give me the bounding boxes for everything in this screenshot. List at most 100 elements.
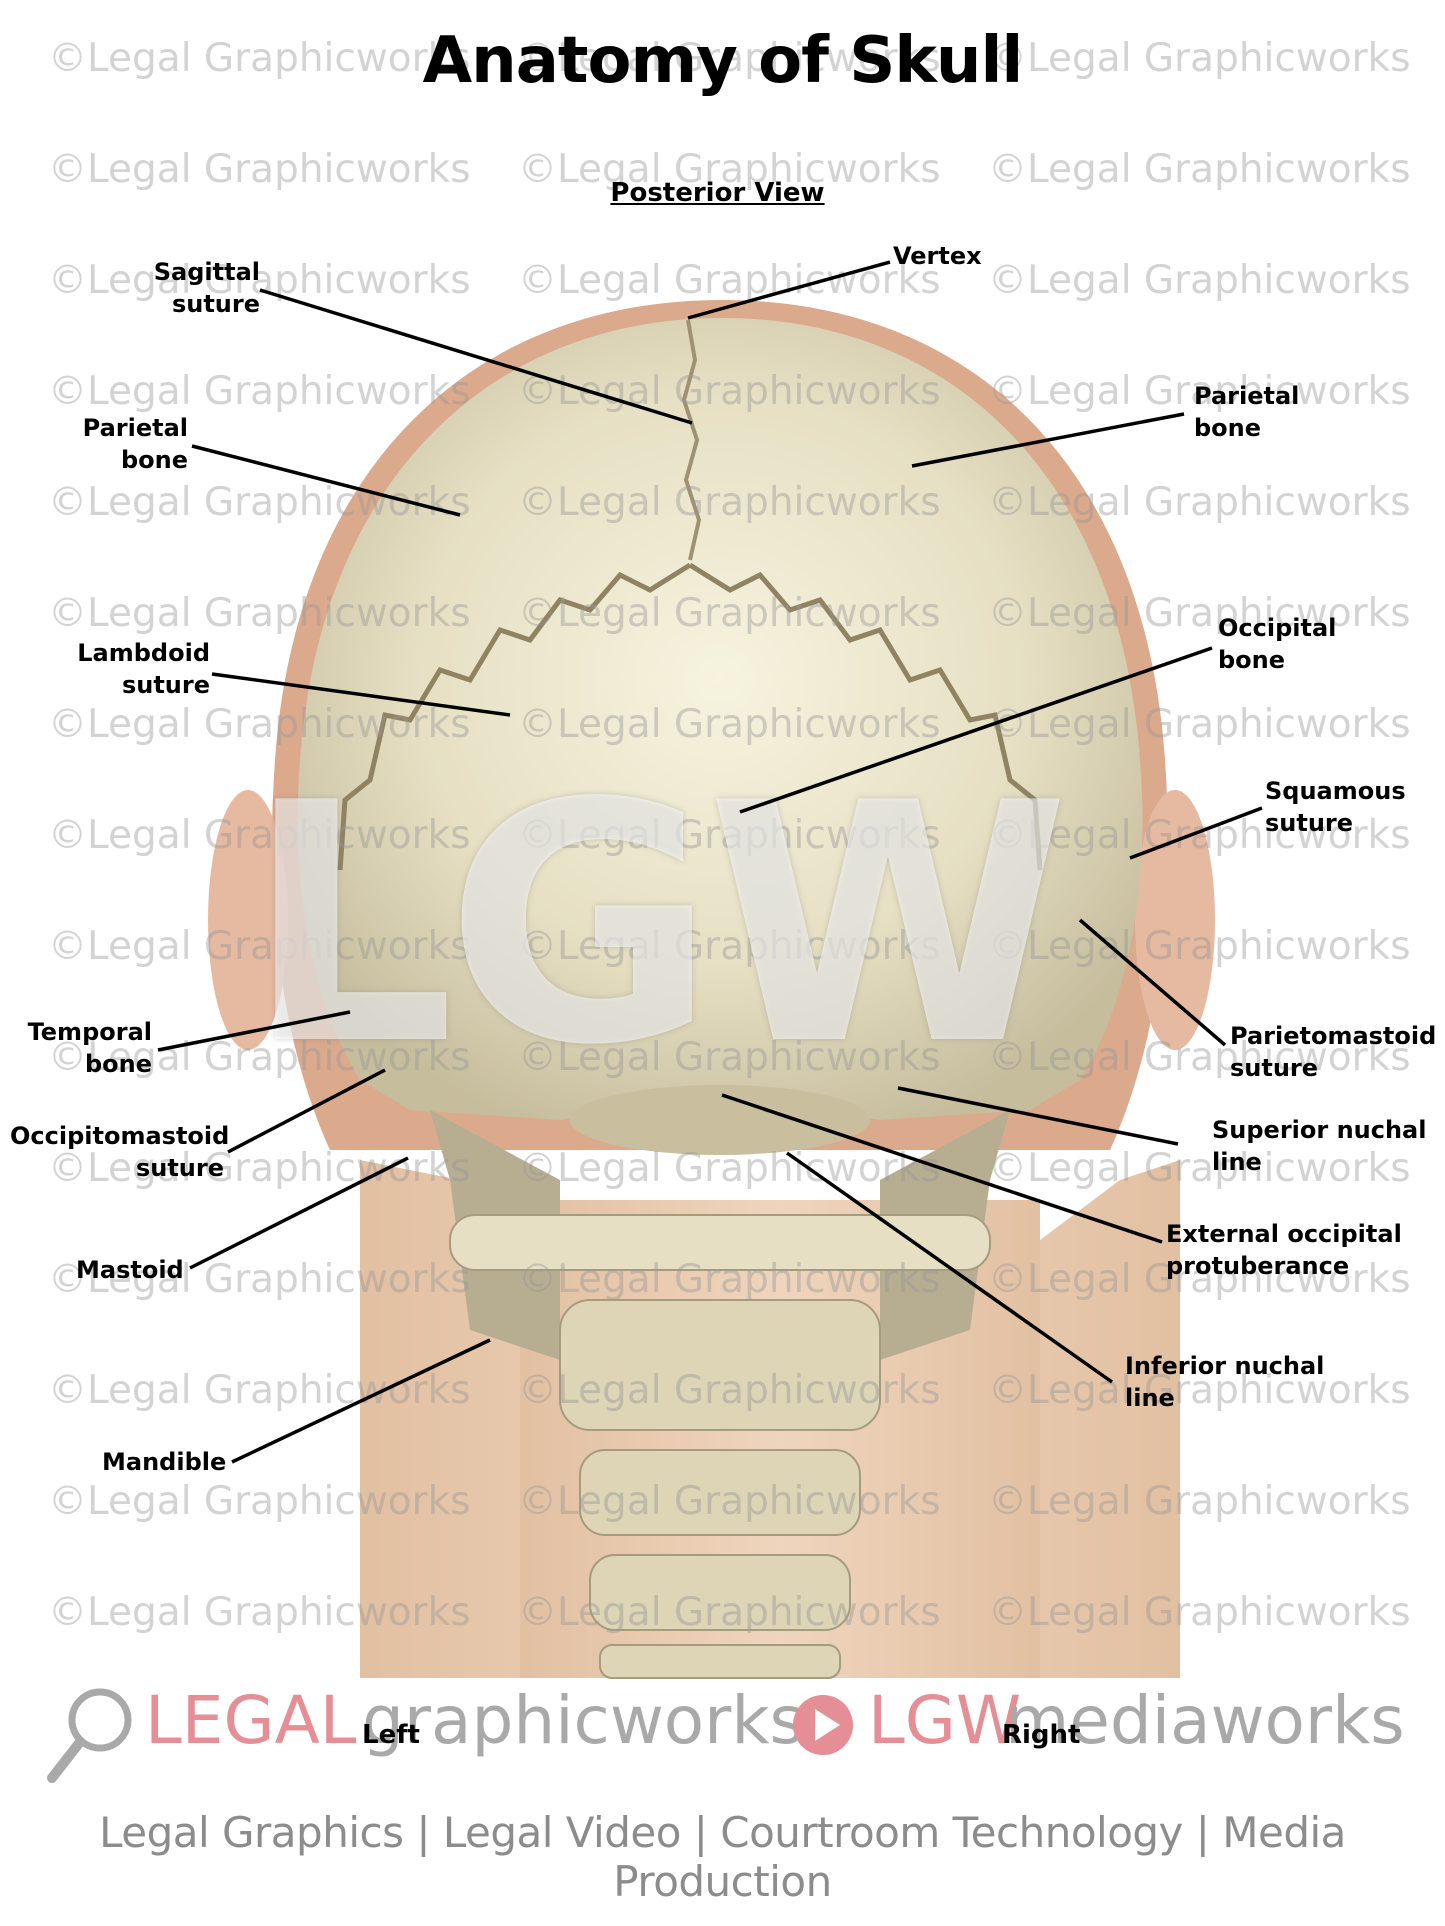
leader-parietal-right bbox=[911, 412, 1185, 468]
watermark-text: ©Legal Graphicworks bbox=[518, 813, 941, 858]
leader-temporal bbox=[157, 1010, 351, 1052]
brand-graphicworks: graphicworks bbox=[362, 1682, 804, 1759]
watermark-text: ©Legal Graphicworks bbox=[988, 1257, 1411, 1302]
label-mandible: Mandible bbox=[102, 1448, 227, 1476]
left-ear bbox=[208, 790, 288, 1050]
watermark-text: ©Legal Graphicworks bbox=[48, 1590, 471, 1635]
watermark-text: ©Legal Graphicworks bbox=[48, 1035, 471, 1080]
watermark-text: ©Legal Graphicworks bbox=[518, 1257, 941, 1302]
watermark-text: ©Legal Graphicworks bbox=[518, 702, 941, 747]
orientation-left: Left bbox=[362, 1720, 420, 1750]
lgw-watermark: LGW bbox=[245, 733, 1070, 1117]
watermark-text: ©Legal Graphicworks bbox=[988, 369, 1411, 414]
watermark-text: ©Legal Graphicworks bbox=[48, 924, 471, 969]
play-icon bbox=[793, 1695, 853, 1755]
orientation-right: Right bbox=[1002, 1720, 1081, 1750]
leader-occipital bbox=[739, 646, 1213, 814]
watermark-text: ©Legal Graphicworks bbox=[518, 1590, 941, 1635]
watermark-text: ©Legal Graphicworks bbox=[48, 258, 471, 303]
watermark-text: ©Legal Graphicworks bbox=[988, 258, 1411, 303]
leader-superior-nuchal bbox=[897, 1086, 1179, 1146]
watermark-text: ©Legal Graphicworks bbox=[988, 1479, 1411, 1524]
watermark-text: ©Legal Graphicworks bbox=[988, 1035, 1411, 1080]
c5-vertebra bbox=[599, 1644, 841, 1679]
leader-mastoid bbox=[189, 1156, 409, 1270]
watermark-text: ©Legal Graphicworks bbox=[988, 924, 1411, 969]
watermark-text: ©Legal Graphicworks bbox=[48, 36, 471, 81]
atlas-vertebra bbox=[449, 1214, 991, 1271]
brand-legal: LEGAL bbox=[145, 1682, 357, 1759]
watermark-text: ©Legal Graphicworks bbox=[518, 480, 941, 525]
watermark-text: ©Legal Graphicworks bbox=[518, 1146, 941, 1191]
watermark-text: ©Legal Graphicworks bbox=[988, 1590, 1411, 1635]
leader-parietal-left bbox=[191, 444, 461, 517]
label-vertex: Vertex bbox=[893, 242, 982, 270]
watermark-text: ©Legal Graphicworks bbox=[518, 258, 941, 303]
leader-occipitomastoid bbox=[227, 1068, 386, 1154]
watermark-text: ©Legal Graphicworks bbox=[988, 591, 1411, 636]
watermark-text: ©Legal Graphicworks bbox=[48, 1257, 471, 1302]
watermark-text: ©Legal Graphicworks bbox=[518, 924, 941, 969]
watermark-text: ©Legal Graphicworks bbox=[988, 36, 1411, 81]
leader-squamous bbox=[1129, 806, 1263, 860]
page-title: Anatomy of Skull bbox=[422, 24, 1024, 98]
watermark-text: ©Legal Graphicworks bbox=[48, 813, 471, 858]
leader-sagittal-suture bbox=[259, 288, 693, 425]
leader-parietomastoid bbox=[1078, 918, 1227, 1047]
watermark-text: ©Legal Graphicworks bbox=[518, 1479, 941, 1524]
lambdoid-suture-line bbox=[337, 562, 1043, 871]
watermark-text: ©Legal Graphicworks bbox=[988, 702, 1411, 747]
brand-lgw: LGW bbox=[868, 1682, 1022, 1759]
watermark-text: ©Legal Graphicworks bbox=[988, 1146, 1411, 1191]
tagline: Legal Graphics | Legal Video | Courtroom… bbox=[99, 1808, 1346, 1906]
watermark-text: ©Legal Graphicworks bbox=[518, 147, 941, 192]
c4-vertebra bbox=[589, 1554, 851, 1631]
brand-bar: LEGAL graphicworks LGW mediaworks bbox=[0, 1672, 1445, 1792]
watermark-text: ©Legal Graphicworks bbox=[988, 147, 1411, 192]
watermark-text: ©Legal Graphicworks bbox=[988, 480, 1411, 525]
watermark-text: ©Legal Graphicworks bbox=[48, 702, 471, 747]
c3-vertebra bbox=[579, 1449, 861, 1536]
watermark-text: ©Legal Graphicworks bbox=[48, 591, 471, 636]
label-mastoid: Mastoid bbox=[76, 1256, 184, 1284]
watermark-text: ©Legal Graphicworks bbox=[48, 1479, 471, 1524]
skull-shape bbox=[297, 318, 1143, 1120]
watermark-text: ©Legal Graphicworks bbox=[518, 591, 941, 636]
watermark-text: ©Legal Graphicworks bbox=[48, 369, 471, 414]
watermark-text: ©Legal Graphicworks bbox=[518, 1035, 941, 1080]
watermark-text: ©Legal Graphicworks bbox=[988, 1368, 1411, 1413]
watermark-text: ©Legal Graphicworks bbox=[48, 147, 471, 192]
occipital-base bbox=[570, 1085, 870, 1155]
leader-ext-occipital bbox=[721, 1093, 1163, 1244]
leader-vertex bbox=[687, 260, 891, 320]
sagittal-suture-line bbox=[681, 319, 702, 561]
watermark-text: ©Legal Graphicworks bbox=[48, 1146, 471, 1191]
view-subtitle: Posterior View bbox=[610, 178, 825, 208]
leader-inferior-nuchal bbox=[785, 1151, 1114, 1384]
leader-lambdoid bbox=[211, 672, 511, 717]
watermark-text: ©Legal Graphicworks bbox=[48, 480, 471, 525]
magnifier-icon bbox=[47, 1688, 132, 1783]
brand-mediaworks: mediaworks bbox=[1005, 1682, 1405, 1759]
axis-vertebra bbox=[559, 1299, 881, 1431]
watermark-text: ©Legal Graphicworks bbox=[518, 36, 941, 81]
watermark-text: ©Legal Graphicworks bbox=[518, 1368, 941, 1413]
leader-mandible bbox=[231, 1338, 491, 1464]
watermark-text: ©Legal Graphicworks bbox=[48, 1368, 471, 1413]
watermark-text: ©Legal Graphicworks bbox=[988, 813, 1411, 858]
